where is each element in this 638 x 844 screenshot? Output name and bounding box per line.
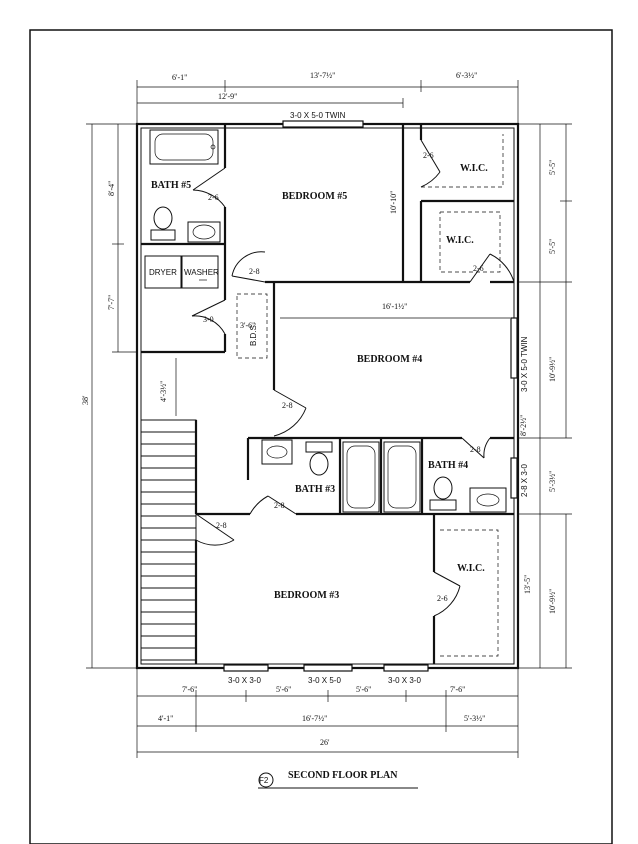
door-label-wic-low: 2-6 [437,594,448,603]
door-label-bath5: 2-6 [208,193,219,202]
dim-stair-gap: 4'-3½" [159,381,168,402]
window-label-bottom-left: 3-0 X 3-0 [228,676,261,685]
dim-bottom-total: 26' [320,738,330,747]
dim-left-a: 8'-4" [107,181,116,196]
dim-bottom-c: 5'-6" [356,685,371,694]
dim-bottom-e: 4'-1" [158,714,173,723]
door-label-bedroom3: 2-8 [216,521,227,530]
dim-b5-depth: 10'-10" [389,191,398,214]
window-label-right-upper: 3-0 X 5-0 TWIN [520,336,529,392]
closet-shelving [236,134,504,657]
dim-top-b: 13'-7½" [310,71,335,80]
window-top [282,120,364,128]
window-right-upper [510,317,518,379]
dim-b4-width: 16'-1½" [382,302,407,311]
dim-bottom-a: 7'-6" [182,685,197,694]
dimension-lines [86,80,572,758]
window-label-top: 3-0 X 5-0 TWIN [290,111,346,120]
dim-right-a: 5'-5" [548,160,557,175]
window-bottom-left [223,664,269,672]
room-label-bedroom3: BEDROOM #3 [274,590,339,601]
washer [181,255,219,289]
bath4-tub [383,441,421,513]
room-label-bath3: BATH #3 [295,484,335,495]
bath3-sink [261,439,293,465]
washer-label: WASHER [184,268,219,277]
door-label-bath4: 2-8 [470,445,481,454]
bath3-toilet [305,441,333,476]
dim-top-c: 6'-3½" [456,71,477,80]
window-bottom-mid [303,664,353,672]
room-label-wic2: W.I.C. [446,235,474,246]
bath5-sink [187,221,221,243]
door-label-bath3: 2-8 [274,501,285,510]
door-label-wic-top: 2-6 [423,151,434,160]
sheet-border [29,29,613,844]
door-label-bedroom5: 2-8 [249,267,260,276]
door-label-wic-mid: 2-6 [473,264,484,273]
door-label-laundry: 3-0 [203,315,214,324]
room-label-wic1: W.I.C. [460,163,488,174]
bath4-sink [469,487,507,513]
window-label-bottom-right: 3-0 X 3-0 [388,676,421,685]
room-label-bedroom5: BEDROOM #5 [282,191,347,202]
exterior-wall-inner [140,127,515,665]
plan-tag: F2 [259,776,269,785]
dim-top-a: 6'-1" [172,73,187,82]
window-right-lower [510,457,518,499]
dim-bottom-d: 7'-6" [450,685,465,694]
bath3-tub [342,441,380,513]
bds-label: B.D.S. [249,323,258,346]
exterior-wall [135,122,520,670]
dim-right-f: 10'-9½" [548,589,557,614]
dim-bottom-b: 5'-6" [276,685,291,694]
interior-walls [141,124,514,664]
dim-right-b: 5'-5" [548,239,557,254]
dim-top-d: 12'-9" [218,92,237,101]
stair-treads [141,431,196,661]
door-label-bedroom4: 2-8 [282,401,293,410]
bath5-toilet [150,206,176,241]
dim-right-c: 10'-9½" [548,357,557,382]
dim-right-e: 13'-5" [523,575,532,594]
bath5-tub [149,129,219,165]
room-label-wic3: W.I.C. [457,563,485,574]
plan-title: SECOND FLOOR PLAN [288,770,398,781]
staircase [140,419,197,665]
window-bottom-right [383,664,429,672]
dryer [144,255,182,289]
door-swings [191,139,515,617]
dim-left-b: 7'-7" [107,295,116,310]
window-label-bottom-mid: 3-0 X 5-0 [308,676,341,685]
dim-bottom-g: 5'-3½" [464,714,485,723]
windows [223,120,518,672]
dim-right-d: 5'-3½" [548,471,557,492]
dim-bds-width: 3'-6" [240,321,255,330]
dim-left-total: 38' [81,395,90,405]
plan-tag-circle [258,772,274,788]
dryer-label: DRYER [149,268,177,277]
dim-bath4-gap: 8'-2½" [519,415,528,436]
room-label-bath5: BATH #5 [151,180,191,191]
room-label-bath4: BATH #4 [428,460,468,471]
bath4-toilet [429,476,457,511]
dim-bottom-f: 16'-7½" [302,714,327,723]
window-label-right-lower: 2-8 X 3-0 [520,464,529,497]
room-label-bedroom4: BEDROOM #4 [357,354,422,365]
